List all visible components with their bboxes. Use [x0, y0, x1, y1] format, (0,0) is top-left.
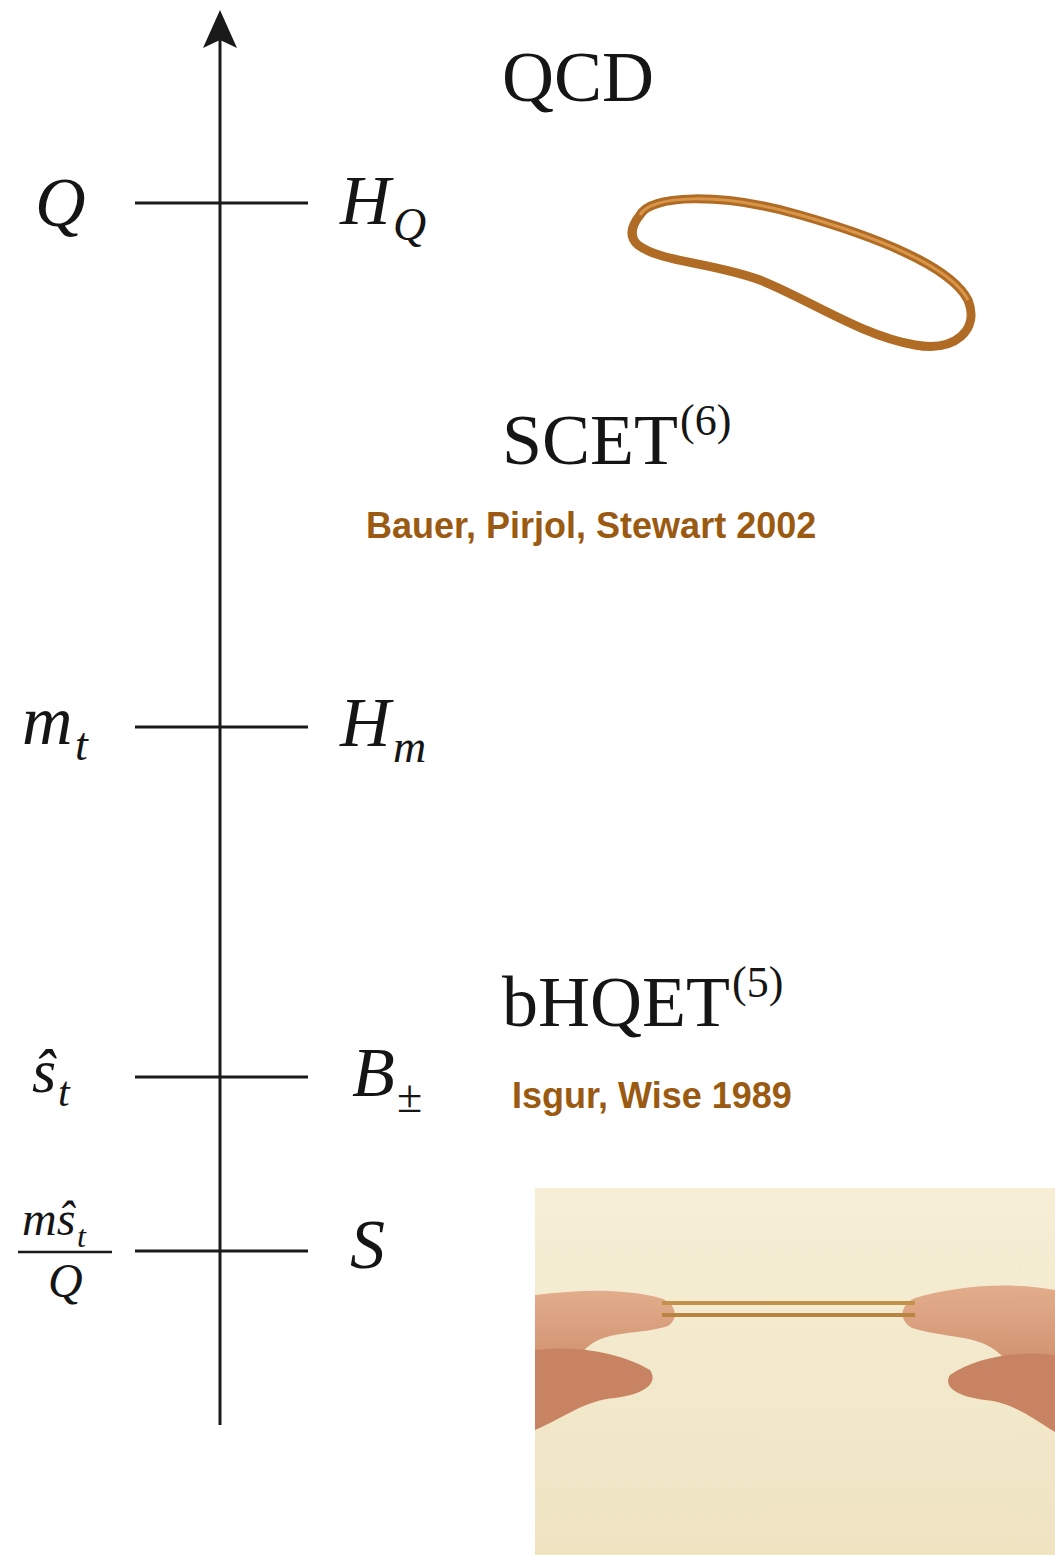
eft-name: QCD	[502, 41, 654, 113]
matching-label: B	[352, 1038, 395, 1108]
reference: Isgur, Wise 1989	[512, 1078, 792, 1114]
matching-label: S	[350, 1210, 385, 1280]
scale-axis	[18, 10, 308, 1425]
scale-subscript: t	[58, 1071, 70, 1113]
matching-label: H	[340, 166, 391, 236]
matching-subscript: m	[393, 724, 426, 770]
scale-label: m	[22, 686, 73, 756]
scale-subscript: t	[75, 722, 88, 768]
matching-subscript: ±	[397, 1074, 422, 1120]
eft-name: SCET	[502, 404, 678, 476]
reference: Bauer, Pirjol, Stewart 2002	[366, 508, 816, 544]
matching-subscript: Q	[393, 202, 426, 248]
scale-label: Q	[35, 168, 86, 238]
stretched-band-photo	[535, 1188, 1055, 1555]
eft-order: (6)	[680, 399, 731, 443]
eft-name: bHQET	[502, 966, 730, 1038]
eft-order: (5)	[732, 961, 783, 1005]
scale-subscript: t	[77, 1220, 86, 1252]
rubber-band-loop	[632, 199, 971, 346]
scale-label: ŝ	[32, 1040, 56, 1102]
matching-label: H	[340, 688, 391, 758]
scale-numerator: mŝ	[22, 1195, 75, 1243]
scale-denominator: Q	[48, 1257, 83, 1305]
